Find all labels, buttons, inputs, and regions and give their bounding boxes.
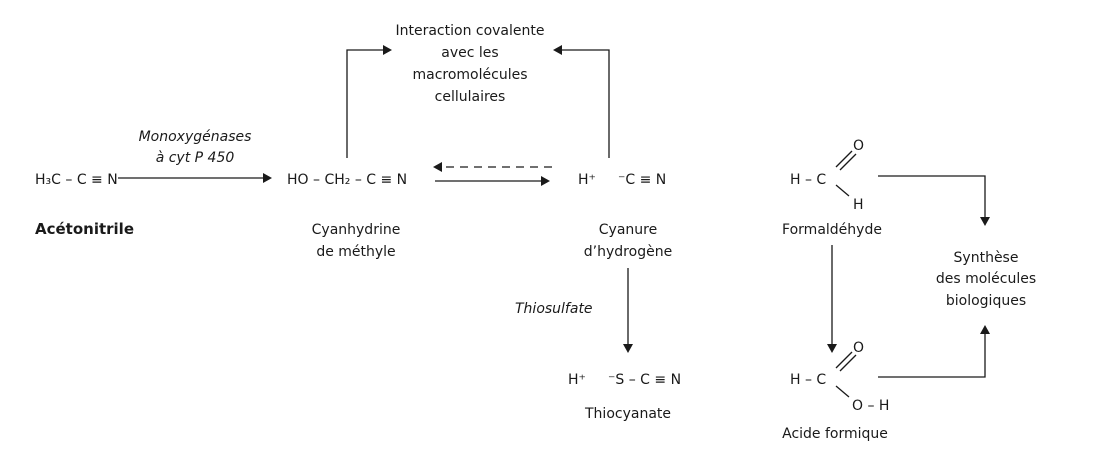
synthese-label: Synthèse	[954, 250, 1019, 266]
double-bond	[839, 354, 857, 372]
cyanure-name: Cyanure	[599, 222, 657, 238]
thiosulfate-label: Thiosulfate	[515, 301, 593, 317]
cyanure-proton: H⁺	[578, 172, 596, 188]
arrowhead	[553, 45, 562, 55]
formaldehyde-h: H	[853, 197, 864, 213]
arrow-cyanure-to-interaction	[561, 49, 610, 158]
formaldehyde-hc: H – C	[790, 172, 826, 188]
interaction-line: cellulaires	[435, 89, 506, 105]
formic-o: O	[853, 340, 864, 356]
synthese-label: biologiques	[946, 293, 1026, 309]
arrowhead	[827, 344, 837, 353]
acetonitrile-formula: H₃C – C ≡ N	[35, 172, 118, 188]
arrowhead	[541, 176, 550, 186]
arrowhead	[980, 325, 990, 334]
enzyme-label: Monoxygénases	[139, 129, 252, 145]
thiocyanate-formula: ⁻S – C ≡ N	[608, 372, 681, 388]
thiocyanate-name: Thiocyanate	[584, 406, 671, 422]
arrow-formaldehyde-to-synthese	[878, 175, 986, 218]
interaction-line: Interaction covalente	[395, 23, 544, 39]
arrow-cyanhydrine-to-interaction	[346, 49, 384, 158]
arrowhead	[433, 162, 442, 172]
interaction-line: avec les	[441, 45, 498, 61]
formaldehyde-o: O	[853, 138, 864, 154]
formic-oh: O – H	[852, 398, 889, 414]
arrow-formic-to-synthese	[878, 334, 986, 378]
acetonitrile-name: Acétonitrile	[35, 220, 134, 238]
double-bond	[839, 153, 857, 171]
formic-hc: H – C	[790, 372, 826, 388]
interaction-label: Interaction covalente avec les macromolé…	[395, 23, 544, 105]
single-bond	[835, 385, 850, 398]
cyanhydrine-name: de méthyle	[316, 244, 395, 260]
interaction-line: macromolécules	[412, 67, 527, 83]
cyanhydrine-formula: HO – CH₂ – C ≡ N	[287, 172, 407, 188]
formaldehyde-name: Formaldéhyde	[782, 222, 882, 238]
double-bond	[835, 150, 853, 168]
arrowhead	[980, 217, 990, 226]
arrowhead	[623, 344, 633, 353]
synthese-label: des molécules	[936, 271, 1036, 287]
cyanhydrine-name: Cyanhydrine	[312, 222, 401, 238]
enzyme-label: à cyt P 450	[156, 150, 235, 166]
cyanure-formula: ⁻C ≡ N	[618, 172, 666, 188]
arrowhead	[383, 45, 392, 55]
double-bond	[835, 351, 853, 369]
arrowhead	[263, 173, 272, 183]
thiocyanate-proton: H⁺	[568, 372, 586, 388]
single-bond	[835, 184, 850, 197]
cyanure-name: d’hydrogène	[584, 244, 672, 260]
formic-name: Acide formique	[782, 426, 888, 442]
